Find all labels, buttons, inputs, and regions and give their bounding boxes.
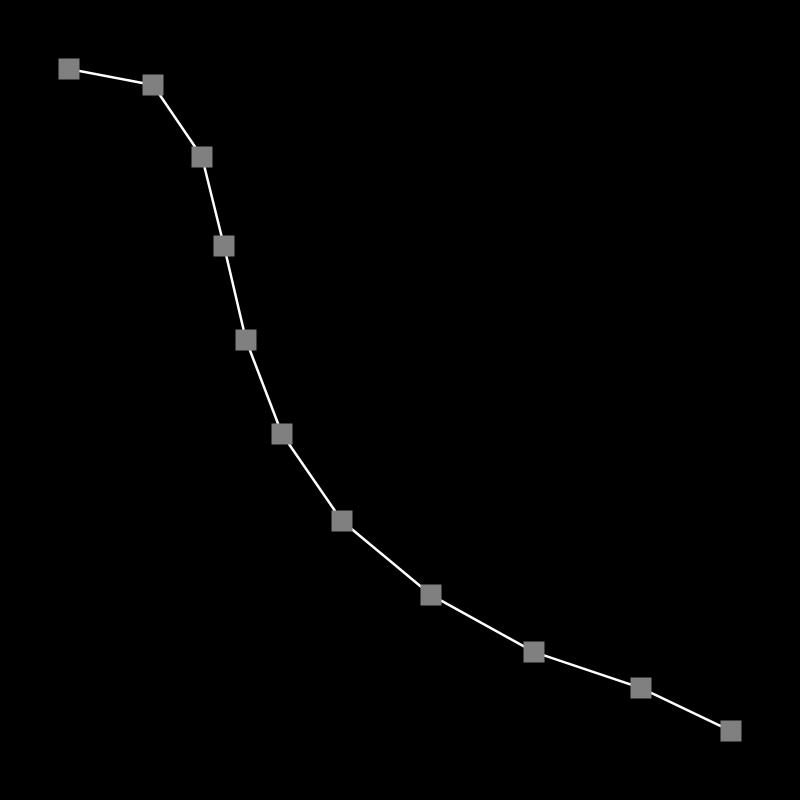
- data-point-3: [213, 235, 235, 257]
- data-point-7: [420, 584, 442, 606]
- data-point-9: [630, 677, 652, 699]
- data-point-5: [271, 423, 293, 445]
- data-point-1: [142, 74, 164, 96]
- data-point-2: [191, 146, 213, 168]
- data-point-8: [523, 641, 545, 663]
- data-point-6: [331, 510, 353, 532]
- markers-group: [58, 58, 742, 742]
- data-point-4: [235, 329, 257, 351]
- data-point-10: [720, 720, 742, 742]
- data-point-0: [58, 58, 80, 80]
